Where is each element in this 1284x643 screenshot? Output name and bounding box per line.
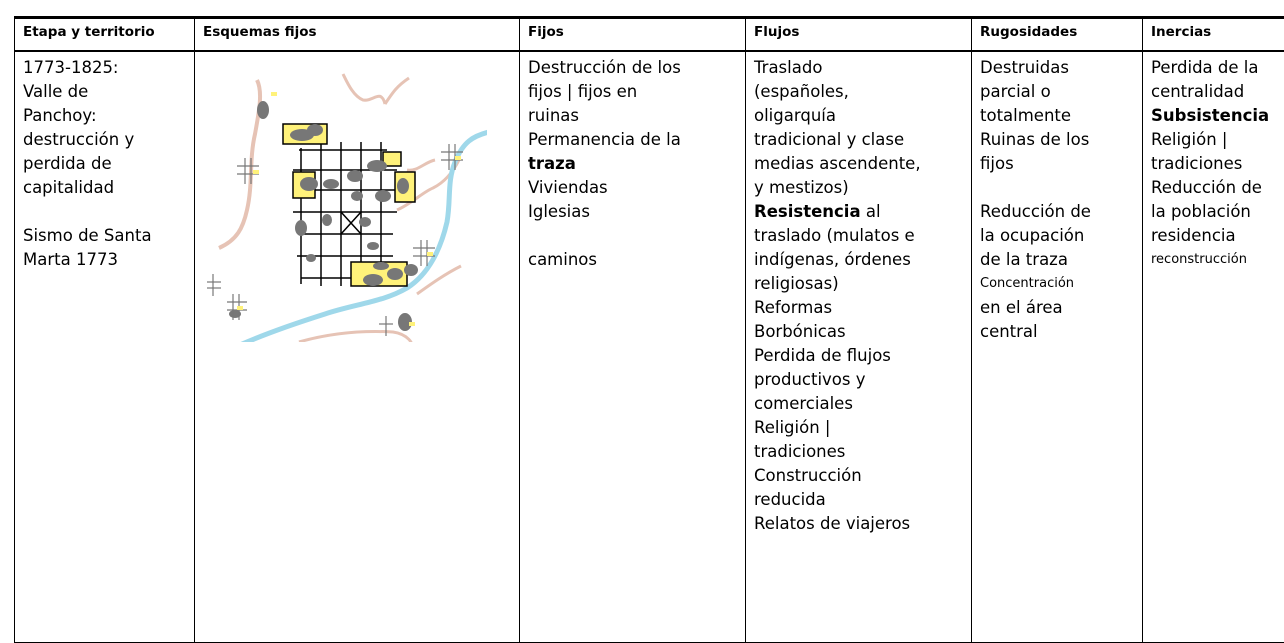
- rugosidades-line: Ruinas de los: [980, 128, 1136, 152]
- etapa-line: perdida de: [23, 152, 188, 176]
- etapa-cell: 1773-1825: Valle de Panchoy: destrucción…: [15, 51, 195, 643]
- flujos-line: Religión |: [754, 416, 965, 440]
- etapa-line: Valle de: [23, 80, 188, 104]
- river-line: [225, 132, 487, 342]
- rugosidades-line: en el área: [980, 296, 1136, 320]
- fijos-line: Destrucción de los: [528, 56, 739, 80]
- flujos-line: reducida: [754, 488, 965, 512]
- esquema-cell: [195, 51, 520, 643]
- rugosidades-line-small: Concentración: [980, 272, 1136, 296]
- fijos-line: Permanencia de la: [528, 128, 739, 152]
- church-cross-marks: [207, 144, 463, 336]
- spacer: [980, 176, 1136, 200]
- table-row: 1773-1825: Valle de Panchoy: destrucción…: [15, 51, 1284, 643]
- etapas-table: Etapa y territorio Esquemas fijos Fijos …: [14, 16, 1284, 643]
- inercias-line-small: reconstrucción: [1151, 248, 1280, 272]
- inercias-cell: Perdida de la centralidad Subsistencia R…: [1143, 51, 1284, 643]
- header-rugosidades: Rugosidades: [972, 18, 1143, 52]
- rugosidades-line: Reducción de: [980, 200, 1136, 224]
- traza-bold-text: traza: [528, 154, 576, 173]
- header-fijos: Fijos: [520, 18, 746, 52]
- etapa-line: destrucción y: [23, 128, 188, 152]
- road-line: [299, 331, 412, 342]
- fijos-line: Viviendas: [528, 176, 739, 200]
- flujos-line-resistencia: Resistencia al: [754, 200, 965, 224]
- fijos-line-bold: traza: [528, 152, 739, 176]
- resistencia-bold-text: Resistencia: [754, 202, 861, 221]
- rugosidades-line: fijos: [980, 152, 1136, 176]
- flujos-text: al: [861, 202, 881, 221]
- fijos-cell: Destrucción de los fijos | fijos en ruin…: [520, 51, 746, 643]
- flujos-line: productivos y: [754, 368, 965, 392]
- flujos-line: Traslado: [754, 56, 965, 80]
- city-sketch-map-image: [197, 52, 487, 342]
- highlighted-blocks: [283, 124, 415, 286]
- spacer: [23, 200, 188, 224]
- fijos-line: Iglesias: [528, 200, 739, 224]
- subsistencia-bold-text: Subsistencia: [1151, 106, 1269, 125]
- flujos-line: tradicional y clase: [754, 128, 965, 152]
- header-flujos: Flujos: [746, 18, 972, 52]
- inercias-line: Reducción de: [1151, 176, 1280, 200]
- inercias-line: la población: [1151, 200, 1280, 224]
- header-inercias: Inercias: [1143, 18, 1284, 52]
- inercias-line: Perdida de la: [1151, 56, 1280, 80]
- flujos-line: comerciales: [754, 392, 965, 416]
- etapa-line: Panchoy:: [23, 104, 188, 128]
- rugosidades-line: de la traza: [980, 248, 1136, 272]
- inercias-line: tradiciones: [1151, 152, 1280, 176]
- rugosidades-line: parcial o: [980, 80, 1136, 104]
- etapa-line: 1773-1825:: [23, 56, 188, 80]
- etapa-line: capitalidad: [23, 176, 188, 200]
- rugosidades-line: Destruidas: [980, 56, 1136, 80]
- flujos-line: indígenas, órdenes: [754, 248, 965, 272]
- flujos-line: traslado (mulatos e: [754, 224, 965, 248]
- fijos-line: ruinas: [528, 104, 739, 128]
- spacer: [528, 224, 739, 248]
- flujos-line: religiosas): [754, 272, 965, 296]
- fijos-line: fijos | fijos en: [528, 80, 739, 104]
- fijos-line: caminos: [528, 248, 739, 272]
- rugosidades-line: la ocupación: [980, 224, 1136, 248]
- road-line: [407, 160, 435, 170]
- header-esquemas: Esquemas fijos: [195, 18, 520, 52]
- etapa-sismo-line: Marta 1773: [23, 248, 188, 272]
- flujos-line: Relatos de viajeros: [754, 512, 965, 536]
- flujos-line: Borbónicas: [754, 320, 965, 344]
- inercias-line: centralidad: [1151, 80, 1280, 104]
- flujos-line: (españoles,: [754, 80, 965, 104]
- flujos-line: Reformas: [754, 296, 965, 320]
- road-line: [343, 74, 385, 104]
- flujos-line: oligarquía: [754, 104, 965, 128]
- inercias-line: Religión |: [1151, 128, 1280, 152]
- inercias-line-bold: Subsistencia: [1151, 104, 1280, 128]
- flujos-line: tradiciones: [754, 440, 965, 464]
- header-etapa: Etapa y territorio: [15, 18, 195, 52]
- highlight-marks: [237, 92, 461, 326]
- flujos-line: y mestizos): [754, 176, 965, 200]
- road-line: [385, 78, 409, 104]
- flujos-line: medias ascendente,: [754, 152, 965, 176]
- flujos-line: Perdida de flujos: [754, 344, 965, 368]
- rugosidades-line: totalmente: [980, 104, 1136, 128]
- flujos-cell: Traslado (españoles, oligarquía tradicio…: [746, 51, 972, 643]
- inercias-line: residencia: [1151, 224, 1280, 248]
- header-row: Etapa y territorio Esquemas fijos Fijos …: [15, 18, 1284, 52]
- flujos-line: Construcción: [754, 464, 965, 488]
- rugosidades-line: central: [980, 320, 1136, 344]
- road-line: [219, 80, 260, 248]
- etapa-sismo-line: Sismo de Santa: [23, 224, 188, 248]
- rugosidades-cell: Destruidas parcial o totalmente Ruinas d…: [972, 51, 1143, 643]
